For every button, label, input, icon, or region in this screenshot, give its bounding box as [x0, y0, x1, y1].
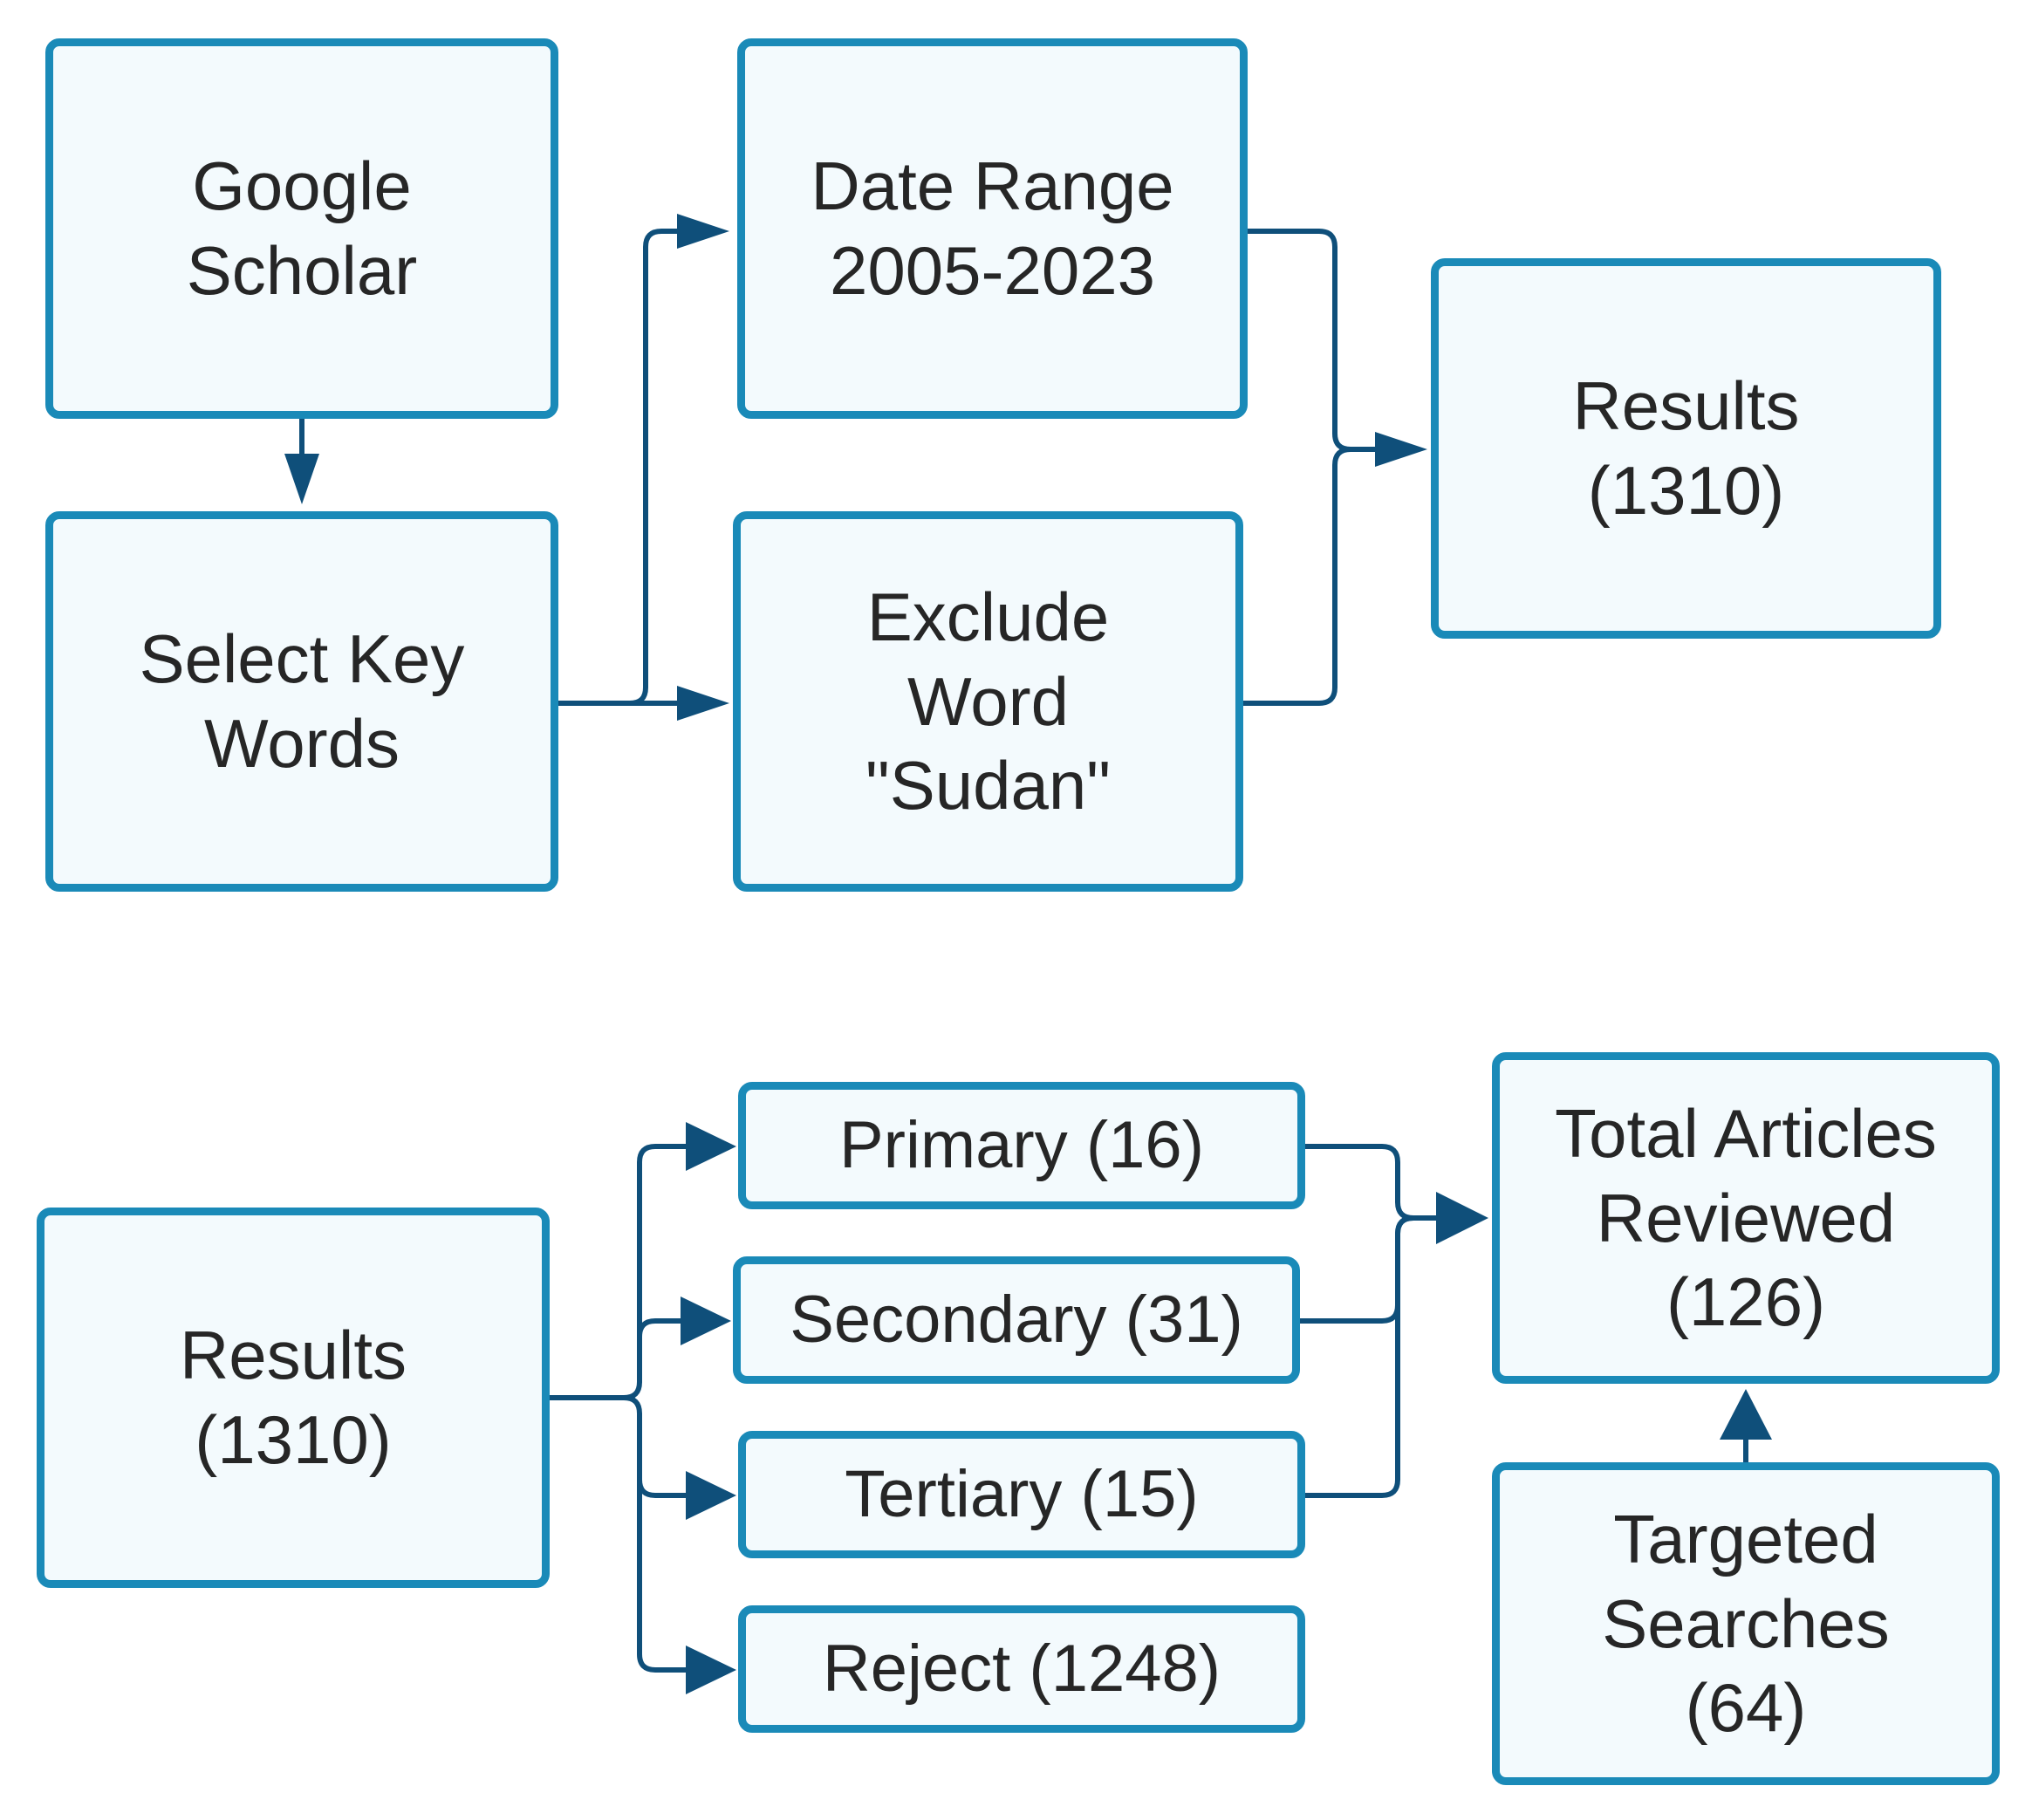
exclude-word-label: Exclude Word "Sudan" [865, 578, 1111, 824]
total-articles-reviewed-box: Total Articles Reviewed (126) [1492, 1052, 2000, 1384]
tertiary-box: Tertiary (15) [738, 1431, 1305, 1558]
google-scholar-label: Google Scholar [186, 147, 418, 309]
secondary-label: Secondary (31) [790, 1282, 1243, 1357]
arrowhead-targeted [1720, 1389, 1772, 1440]
select-key-words-box: Select Key Words [45, 511, 558, 892]
targeted-searches-box: Targeted Searches (64) [1492, 1462, 2000, 1785]
connector-tertiary-to-total [1303, 1215, 1451, 1498]
results-box-stage-2: Results (1310) [37, 1208, 550, 1588]
arrowhead-reject [686, 1646, 736, 1694]
primary-box: Primary (16) [738, 1082, 1305, 1209]
secondary-box: Secondary (31) [733, 1256, 1300, 1384]
arrowhead-total [1436, 1192, 1488, 1244]
reject-box: Reject (1248) [738, 1605, 1305, 1733]
arrowhead-secondary [681, 1297, 731, 1345]
arrowhead-results [1375, 432, 1427, 467]
select-key-words-label: Select Key Words [139, 620, 465, 782]
results-label-stage-1: Results (1310) [1572, 367, 1800, 529]
connector-exclude-word-to-results [1241, 447, 1399, 706]
date-range-label: Date Range 2005-2023 [811, 147, 1174, 309]
primary-label: Primary (16) [838, 1107, 1205, 1182]
results-box-stage-1: Results (1310) [1431, 258, 1941, 639]
connector-results-to-reject [637, 1477, 701, 1673]
arrowhead-primary [686, 1122, 736, 1171]
connector-primary-to-total [1303, 1144, 1416, 1221]
arrowhead-keywords [284, 454, 319, 504]
connector-keywords-to-date-range [556, 229, 701, 706]
targeted-searches-label: Targeted Searches (64) [1602, 1500, 1890, 1747]
connector-results-to-primary [547, 1144, 701, 1400]
connector-results-to-secondary [637, 1318, 696, 1385]
arrowhead-tertiary [686, 1471, 736, 1520]
google-scholar-box: Google Scholar [45, 38, 558, 419]
results-label-stage-2: Results (1310) [179, 1317, 407, 1478]
total-articles-reviewed-label: Total Articles Reviewed (126) [1555, 1094, 1937, 1341]
connector-date-range-to-results [1245, 229, 1353, 452]
date-range-box: Date Range 2005-2023 [737, 38, 1248, 419]
arrowhead-exclude-word [677, 686, 729, 721]
reject-label: Reject (1248) [822, 1631, 1221, 1706]
arrowhead-date-range [677, 214, 729, 249]
exclude-word-box: Exclude Word "Sudan" [733, 511, 1243, 892]
tertiary-label: Tertiary (15) [845, 1456, 1199, 1531]
